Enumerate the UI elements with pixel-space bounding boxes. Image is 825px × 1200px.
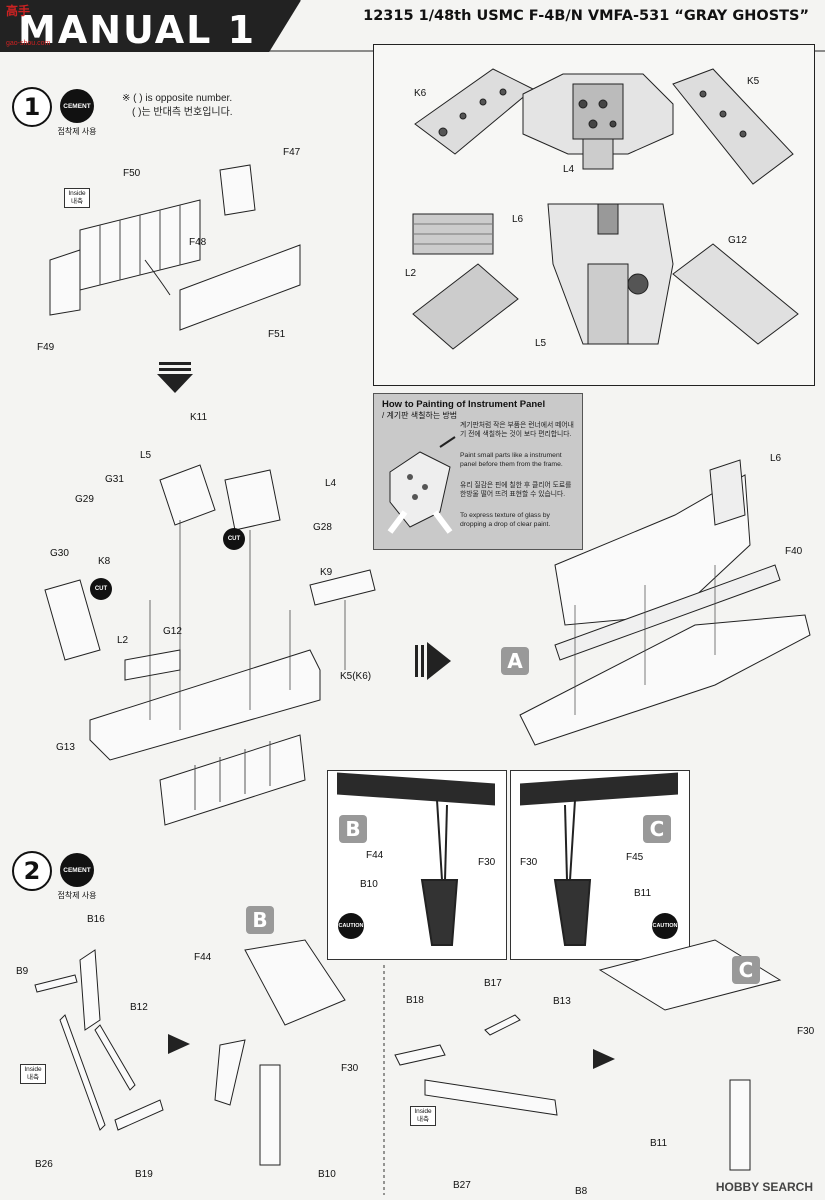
part-label-b27: B27 — [453, 1180, 471, 1191]
painting-tip-para2-en: To express texture of glass by dropping … — [460, 512, 551, 528]
part-label-f48: F48 — [189, 237, 207, 248]
painting-tip-illustration — [387, 436, 456, 534]
part-label-b8: B8 — [575, 1186, 588, 1197]
inset-b-gear-drawing — [420, 799, 459, 946]
part-label-f40: F40 — [785, 546, 803, 557]
right-arrow-icon-3 — [593, 1049, 615, 1069]
cement-label-ko-step2: 접착제 사용 — [57, 891, 97, 900]
part-label-k6: K6 — [414, 88, 427, 99]
step-1-number: 1 — [12, 87, 52, 127]
site-logo-url: gao-shou.com — [6, 40, 51, 47]
inset-c-badge: C — [643, 815, 671, 843]
part-label-b12: B12 — [130, 1002, 148, 1013]
part-label-f30-step2-right: F30 — [797, 1026, 815, 1037]
part-label-g31: G31 — [105, 474, 124, 485]
fuselage-cockpit-drawing — [519, 459, 811, 746]
part-label-b10-inset: B10 — [360, 879, 378, 890]
cement-icon: CEMENT — [60, 89, 94, 123]
part-label-b26: B26 — [35, 1159, 53, 1170]
part-label-l5-top: L5 — [535, 338, 547, 349]
part-label-l4: L4 — [325, 478, 337, 489]
instrument-panel-drawings — [412, 68, 799, 350]
part-label-k11: K11 — [190, 412, 208, 423]
cement-label-ko: 접착제 사용 — [57, 127, 97, 136]
part-label-f51: F51 — [268, 329, 286, 340]
step2-c-badge: C — [732, 956, 760, 984]
part-label-g29: G29 — [75, 494, 94, 505]
painting-tip-title: How to Painting of Instrument Panel — [382, 399, 546, 410]
opposite-note-ko: ( )는 반대측 번호입니다. — [132, 107, 233, 118]
inset-b-badge: B — [339, 815, 367, 843]
part-label-f50: F50 — [123, 168, 141, 179]
cement-icon-step2: CEMENT — [60, 853, 94, 887]
part-label-l2: L2 — [117, 635, 129, 646]
part-label-f44-inset: F44 — [366, 850, 384, 861]
part-label-f44-step2: F44 — [194, 952, 212, 963]
manual-title: MANUAL 1 — [18, 8, 257, 52]
part-label-b16: B16 — [87, 914, 105, 925]
cut-icon-2: CUT — [223, 528, 245, 550]
step2-assembly-drawing — [34, 939, 782, 1171]
part-label-k9: K9 — [320, 567, 333, 578]
part-label-b10-step2: B10 — [318, 1169, 336, 1180]
painting-tip-title-ko: / 계기판 색칠하는 방법 — [382, 411, 458, 420]
assembly-a-badge: A — [501, 647, 529, 675]
part-label-l5: L5 — [140, 450, 152, 461]
part-label-g12-top: G12 — [728, 235, 747, 246]
inset-c-gear-drawing — [553, 799, 592, 946]
part-label-l2-top: L2 — [405, 268, 417, 279]
part-label-f30-inset-b: F30 — [478, 857, 496, 868]
painting-tip-para1-en: Paint small parts like a instrument pane… — [460, 452, 563, 468]
part-label-b18: B18 — [406, 995, 424, 1006]
step2-b-badge: B — [246, 906, 274, 934]
part-label-b13: B13 — [553, 996, 571, 1007]
part-label-f47: F47 — [283, 147, 301, 158]
step1-top-parts-drawing — [49, 164, 301, 331]
watermark: HOBBY SEARCH — [715, 1180, 813, 1194]
opposite-note-en: ※ ( ) is opposite number. — [122, 93, 233, 104]
part-label-b17: B17 — [484, 978, 502, 989]
part-label-f45-inset: F45 — [626, 852, 644, 863]
cut-icon-1: CUT — [90, 578, 112, 600]
part-label-g28: G28 — [313, 522, 332, 533]
part-label-b11-inset: B11 — [634, 888, 652, 899]
part-label-f49: F49 — [37, 342, 55, 353]
part-label-f30-step2: F30 — [341, 1063, 359, 1074]
part-label-g13: G13 — [56, 742, 75, 753]
part-label-k5: K5 — [747, 76, 760, 87]
part-label-b19: B19 — [135, 1169, 153, 1180]
part-label-k5-k6: K5(K6) — [340, 671, 372, 682]
part-label-l6-mid: L6 — [770, 453, 782, 464]
caution-icon-c: CAUTION — [652, 913, 678, 939]
part-label-b9: B9 — [16, 966, 29, 977]
painting-tip-para2-ko: 유리 질감은 핀에 칠한 후 클리어 도료를 한방울 떨어 뜨려 표현할 수 있… — [460, 482, 572, 498]
step-2-number: 2 — [12, 851, 52, 891]
step2-divider — [383, 965, 385, 1195]
part-label-k8: K8 — [98, 556, 111, 567]
kit-title: 12315 1/48th USMC F-4B/N VMFA-531 “GRAY … — [363, 8, 809, 24]
part-label-l4-top: L4 — [563, 164, 575, 175]
right-arrow-icon-2 — [168, 1034, 190, 1054]
down-arrow-icon — [157, 362, 193, 393]
right-arrow-icon — [415, 642, 451, 680]
site-logo: 高手 — [6, 4, 31, 18]
step1-main-assembly-drawing — [44, 464, 376, 826]
part-label-l6-top: L6 — [512, 214, 524, 225]
painting-tip-para1-ko: 계기판처럼 작은 부품은 런너에서 떼어내기 전에 색칠하는 것이 보다 편리합… — [460, 422, 574, 438]
painting-tip-box: How to Painting of Instrument Panel / 계기… — [373, 393, 583, 550]
part-label-b11-step2: B11 — [650, 1138, 668, 1149]
caution-icon-b: CAUTION — [338, 913, 364, 939]
part-label-f30-inset-c: F30 — [520, 857, 538, 868]
part-label-g30: G30 — [50, 548, 69, 559]
part-label-g12: G12 — [163, 626, 182, 637]
